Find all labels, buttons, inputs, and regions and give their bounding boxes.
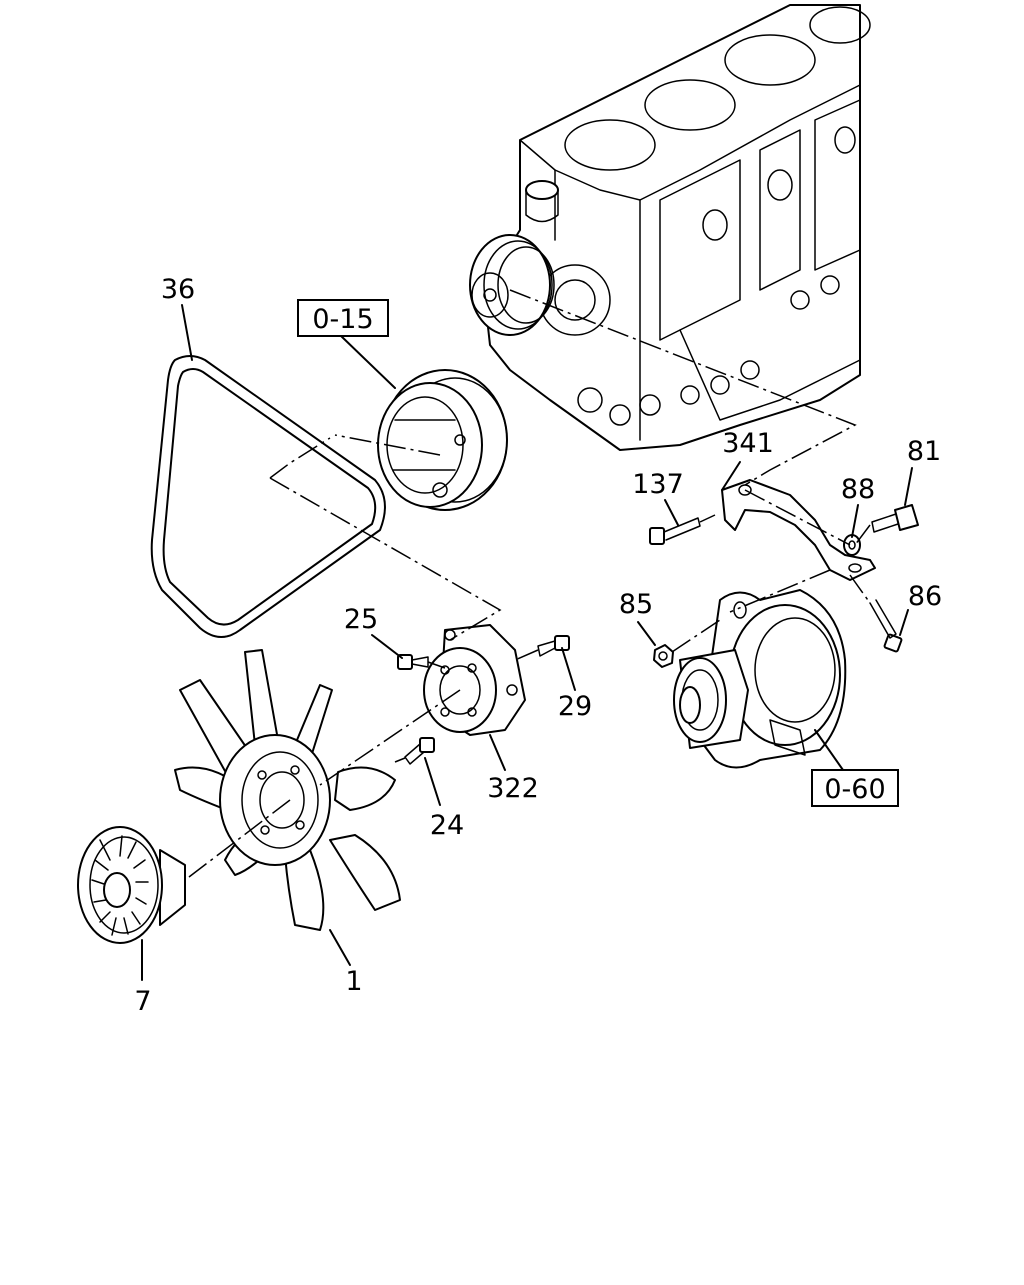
callout-81: 81 [907,436,941,467]
fan-belt [150,355,386,638]
cooling-fan [174,649,401,931]
ref-label-0-60: 0-60 [824,774,885,805]
callout-1: 1 [345,966,362,997]
callout-88: 88 [841,474,875,505]
bracket-hardware [649,504,919,668]
callout-137: 137 [632,469,684,500]
callout-86: 86 [908,581,942,612]
callout-322: 322 [487,773,539,804]
assembly-lines [184,289,871,881]
ref-label-0-15: 0-15 [312,304,373,335]
callout-341: 341 [722,428,774,459]
leader-lines [141,304,913,981]
callout-85: 85 [619,589,653,620]
callout-29: 29 [558,691,592,722]
callout-24: 24 [430,810,464,841]
engine-block [469,4,871,451]
crank-pulley [377,369,508,511]
ref-box-0-60 [811,769,899,807]
ref-box-0-15 [297,299,389,337]
pump-pulley [423,624,526,736]
fan-clutch [77,826,186,944]
callout-36: 36 [161,274,195,305]
callout-7: 7 [134,986,151,1017]
alternator [673,589,847,769]
callout-25: 25 [344,604,378,635]
